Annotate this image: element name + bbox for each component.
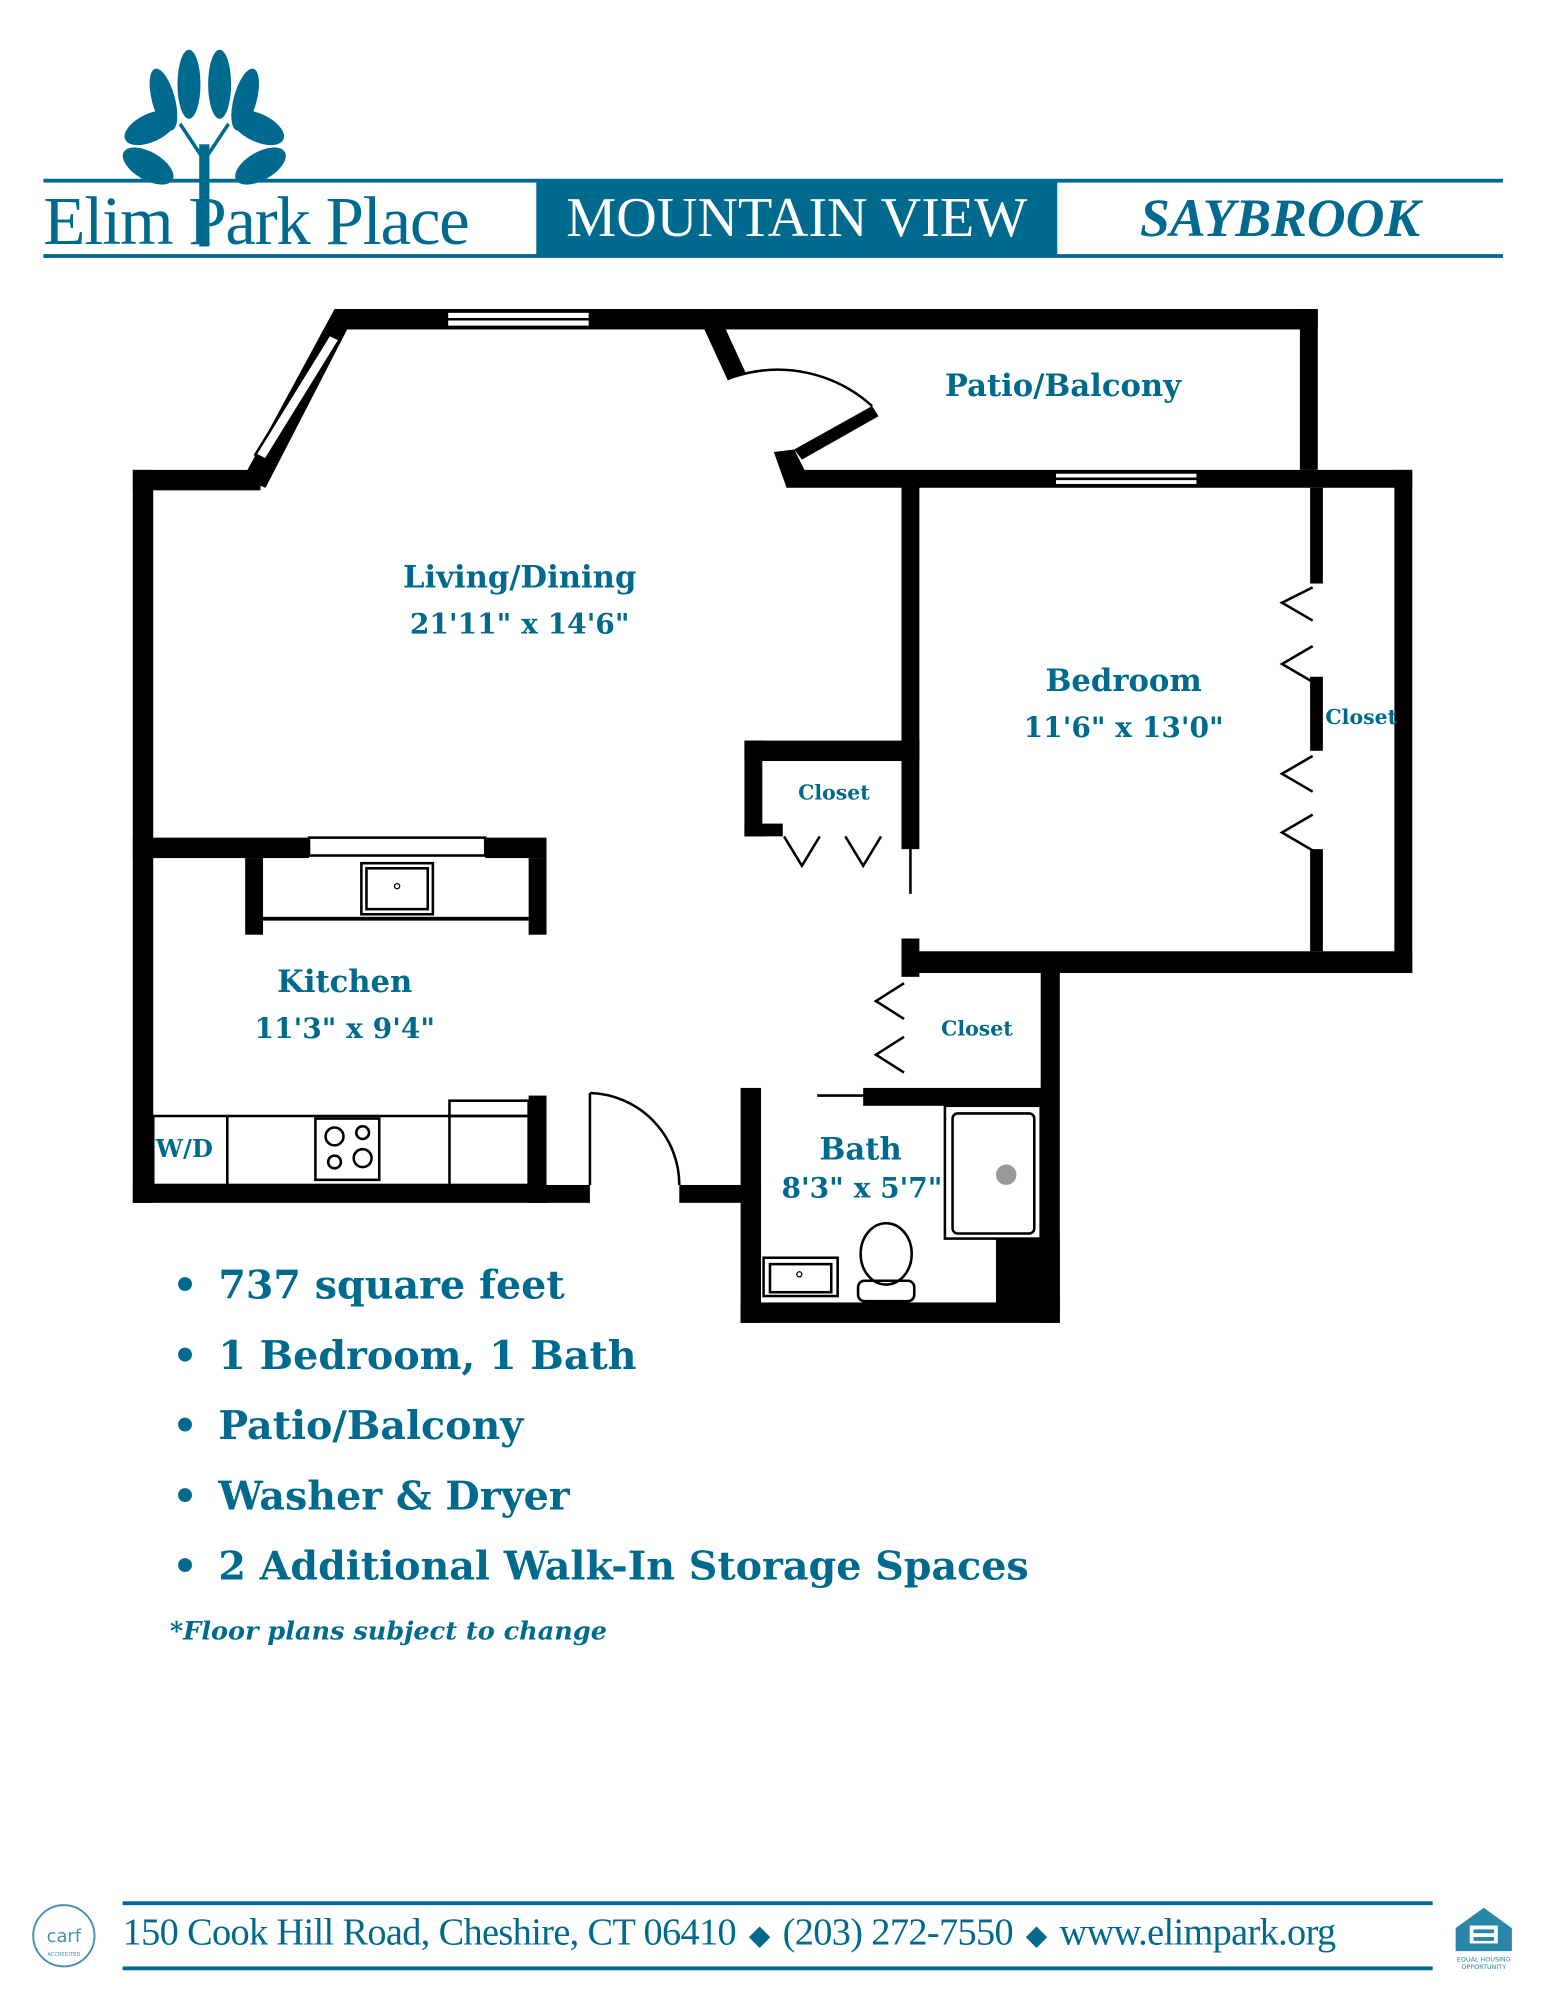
footer-contact: 150 Cook Hill Road, Cheshire, CT 06410 ◆ (… — [122, 1911, 1337, 1955]
feature-item: 2 Additional Walk-In Storage Spaces — [172, 1539, 1028, 1609]
svg-text:EQUAL HOUSING: EQUAL HOUSING — [1457, 1955, 1511, 1963]
hall-closet-label: Closet — [941, 1016, 1013, 1041]
room-patio: Patio/Balcony — [944, 366, 1182, 404]
feature-item: 1 Bedroom, 1 Bath — [172, 1328, 1028, 1398]
header-rule-top — [43, 178, 1503, 183]
equal-housing-logo-icon: EQUAL HOUSING OPPORTUNITY — [1455, 1907, 1512, 1971]
svg-text:OPPORTUNITY: OPPORTUNITY — [1461, 1963, 1506, 1971]
header-rule-bottom — [43, 254, 1503, 258]
svg-text:ACCREDITED: ACCREDITED — [47, 1952, 80, 1958]
footer-rule-bottom — [122, 1966, 1433, 1971]
feature-item: 737 square feet — [172, 1258, 1028, 1328]
svg-text:carf: carf — [47, 1926, 82, 1947]
footer-address: 150 Cook Hill Road, Cheshire, CT 06410 — [122, 1911, 737, 1954]
feature-item: Patio/Balcony — [172, 1398, 1028, 1468]
floor-plan — [132, 309, 1413, 1323]
tree-logo-icon — [122, 49, 286, 247]
feature-list: 737 square feet 1 Bedroom, 1 Bath Patio/… — [172, 1258, 1028, 1609]
diamond-separator-icon: ◆ — [1025, 1919, 1048, 1952]
carf-logo-icon: carf ACCREDITED — [32, 1904, 96, 1968]
footer-website[interactable]: www.elimpark.org — [1059, 1911, 1337, 1954]
diamond-separator-icon: ◆ — [748, 1919, 771, 1952]
disclaimer-note: *Floor plans subject to change — [169, 1615, 607, 1646]
brand-name: Elim Park Place — [43, 182, 469, 260]
footer-rule-top — [122, 1901, 1433, 1906]
living-closet-label: Closet — [798, 780, 870, 805]
bedroom-closet-label: Closet — [1325, 704, 1398, 730]
footer-phone[interactable]: (203) 272-7550 — [782, 1911, 1014, 1954]
washer-dryer-label: W/D — [155, 1135, 213, 1164]
feature-item: Washer & Dryer — [172, 1468, 1028, 1538]
model-name: SAYBROOK — [1139, 190, 1421, 249]
community-name: MOUNTAIN VIEW — [536, 181, 1058, 256]
